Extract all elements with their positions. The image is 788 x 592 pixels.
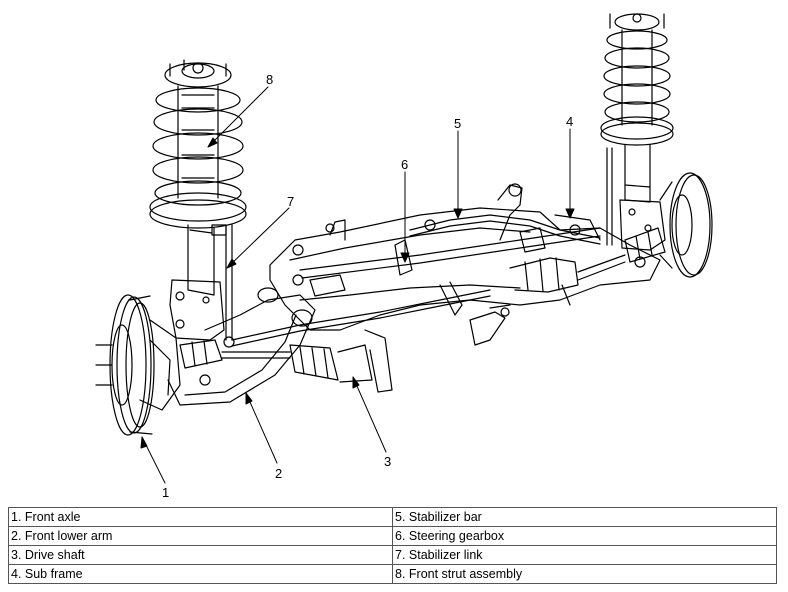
callout-2: 2 bbox=[275, 466, 282, 481]
sub-frame bbox=[269, 207, 661, 331]
callout-3: 3 bbox=[384, 454, 391, 469]
legend-item-steering-gearbox: 6. Steering gearbox bbox=[392, 526, 777, 546]
suspension-diagram: 1 2 3 4 5 6 7 8 bbox=[95, 13, 713, 500]
callout-5: 5 bbox=[454, 116, 461, 131]
legend-item-stabilizer-link: 7. Stabilizer link bbox=[392, 545, 777, 565]
legend-table: 1. Front axle 5. Stabilizer bar 2. Front… bbox=[8, 507, 777, 584]
stabilizer-link bbox=[223, 147, 613, 348]
legend-item-sub-frame: 4. Sub frame bbox=[8, 564, 393, 584]
legend-item-front-strut-assembly: 8. Front strut assembly bbox=[392, 564, 777, 584]
legend-item-front-axle: 1. Front axle bbox=[8, 507, 393, 527]
leader-lines bbox=[140, 86, 575, 484]
callout-8: 8 bbox=[266, 72, 273, 87]
callout-4: 4 bbox=[566, 114, 573, 129]
callout-7: 7 bbox=[287, 194, 294, 209]
legend-row: 1. Front axle 5. Stabilizer bar bbox=[8, 507, 777, 527]
legend-row: 2. Front lower arm 6. Steering gearbox bbox=[8, 526, 777, 546]
legend-row: 4. Sub frame 8. Front strut assembly bbox=[8, 564, 777, 584]
left-strut-assembly bbox=[139, 59, 247, 411]
left-lower-arm bbox=[167, 287, 316, 406]
legend-item-stabilizer-bar: 5. Stabilizer bar bbox=[392, 507, 777, 527]
right-strut-assembly bbox=[600, 13, 674, 251]
steering-gearbox bbox=[299, 183, 601, 297]
legend-row: 3. Drive shaft 7. Stabilizer link bbox=[8, 545, 777, 565]
right-brake-disc bbox=[659, 172, 713, 278]
callout-6: 6 bbox=[401, 157, 408, 172]
stabilizer-bar bbox=[231, 214, 601, 393]
legend-item-drive-shaft: 3. Drive shaft bbox=[8, 545, 393, 565]
callout-1: 1 bbox=[162, 485, 169, 500]
legend-item-front-lower-arm: 2. Front lower arm bbox=[8, 526, 393, 546]
drive-shaft bbox=[179, 227, 666, 383]
left-front-axle bbox=[95, 294, 155, 436]
